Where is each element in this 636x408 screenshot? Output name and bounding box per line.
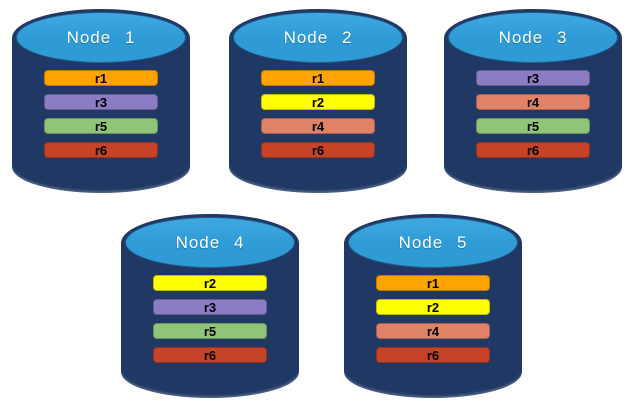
replica-bar-r6: r6 — [44, 142, 158, 158]
replica-bar-r1: r1 — [44, 70, 158, 86]
node-label: Node 5 — [398, 232, 468, 252]
cylinder-top-face: Node 5 — [348, 217, 518, 268]
cylinder-top-face: Node 3 — [448, 12, 618, 63]
database-node: Node 1 r1 r3 r5 r6 — [12, 9, 190, 193]
node-label: Node 1 — [66, 27, 136, 47]
database-node: Node 4 r2 r3 r5 r6 — [121, 214, 299, 398]
replica-bar-list: r1 r2 r4 r6 — [376, 275, 490, 371]
replica-bar-r2: r2 — [261, 94, 375, 110]
node-label: Node 2 — [283, 27, 353, 47]
replica-bar-list: r1 r3 r5 r6 — [44, 70, 158, 166]
replica-bar-r4: r4 — [261, 118, 375, 134]
cylinder-top-rim: Node 3 — [444, 9, 622, 67]
cylinder-top-rim: Node 5 — [344, 214, 522, 272]
replica-bar-r5: r5 — [153, 323, 267, 339]
replica-bar-r6: r6 — [261, 142, 375, 158]
replica-bar-r1: r1 — [261, 70, 375, 86]
replica-bar-r4: r4 — [376, 323, 490, 339]
cylinder-top-face: Node 4 — [125, 217, 295, 268]
replica-bar-list: r1 r2 r4 r6 — [261, 70, 375, 166]
replica-bar-r2: r2 — [153, 275, 267, 291]
cylinder-top-face: Node 2 — [233, 12, 403, 63]
replica-bar-r6: r6 — [476, 142, 590, 158]
replica-bar-r5: r5 — [476, 118, 590, 134]
database-node: Node 3 r3 r4 r5 r6 — [444, 9, 622, 193]
replica-bar-r3: r3 — [44, 94, 158, 110]
node-label: Node 4 — [175, 232, 245, 252]
replica-bar-r2: r2 — [376, 299, 490, 315]
replica-bar-r3: r3 — [153, 299, 267, 315]
replica-bar-list: r2 r3 r5 r6 — [153, 275, 267, 371]
replica-bar-r1: r1 — [376, 275, 490, 291]
replica-bar-r6: r6 — [376, 347, 490, 363]
cylinder-top-rim: Node 1 — [12, 9, 190, 67]
cylinder-top-rim: Node 2 — [229, 9, 407, 67]
replica-bar-list: r3 r4 r5 r6 — [476, 70, 590, 166]
cylinder-top-face: Node 1 — [16, 12, 186, 63]
replica-bar-r4: r4 — [476, 94, 590, 110]
node-label: Node 3 — [498, 27, 568, 47]
cylinder-top-rim: Node 4 — [121, 214, 299, 272]
replica-bar-r6: r6 — [153, 347, 267, 363]
replica-bar-r3: r3 — [476, 70, 590, 86]
replica-bar-r5: r5 — [44, 118, 158, 134]
database-node: Node 2 r1 r2 r4 r6 — [229, 9, 407, 193]
database-node: Node 5 r1 r2 r4 r6 — [344, 214, 522, 398]
